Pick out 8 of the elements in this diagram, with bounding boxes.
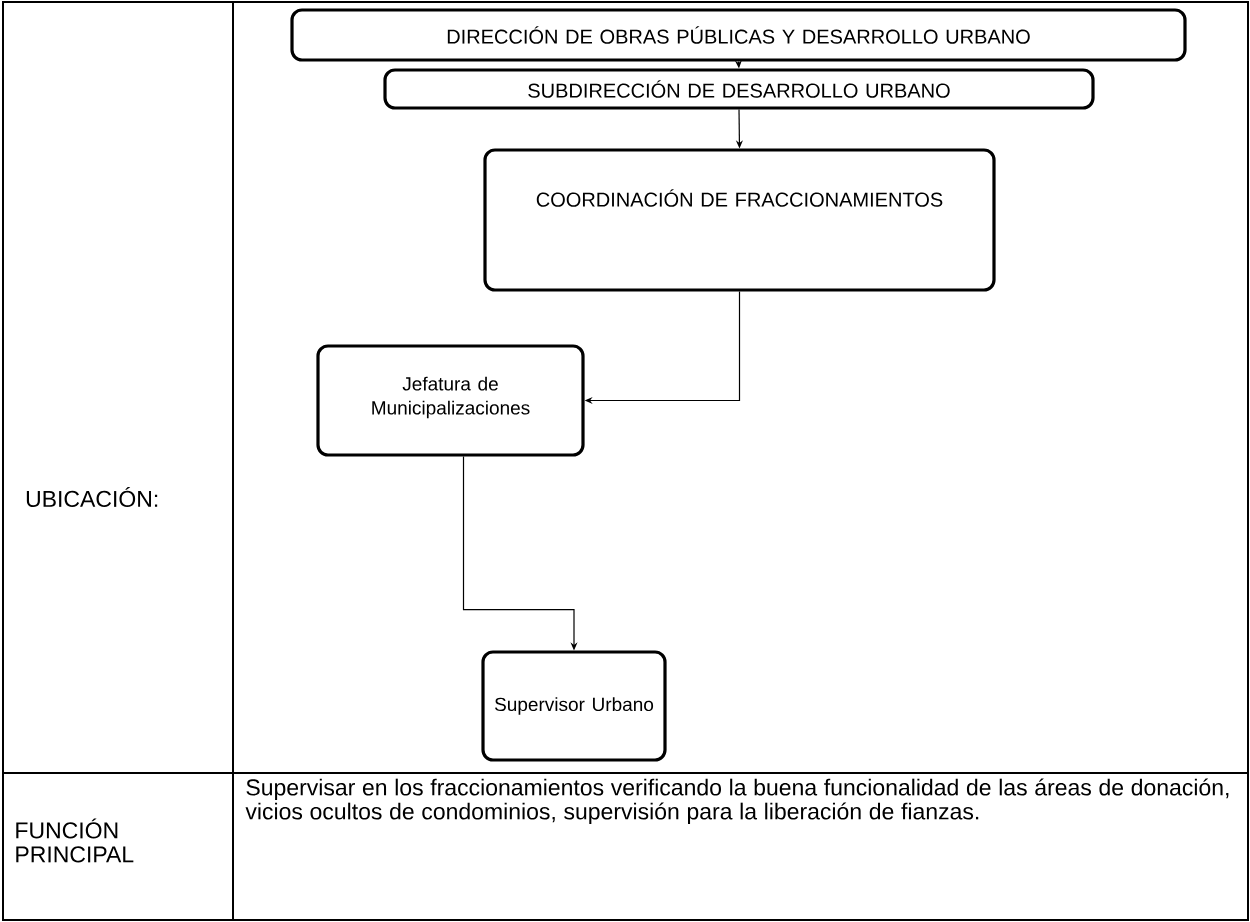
org-box: DIRECCIÓN DE OBRAS PÚBLICAS Y DESARROLLO URBANO [290,8,1187,62]
row-label: UBICACIÓN: [26,486,158,508]
org-box: COORDINACIÓN DE FRACCIONAMIENTOS [483,148,996,292]
org-box: Jefatura de Municipalizaciones [316,344,585,457]
org-box: Supervisor Urbano [481,650,667,762]
description-text: Supervisar en los fraccionamientos verificando la buena funcionalidad de las áreas de donación, vicios ocultos de condominios, supervisión para la liberación de fianzas. [245,778,1229,825]
org-box: SUBDIRECCIÓN DE DESARROLLO URBANO [383,68,1095,110]
row-label: FUNCIÓN PRINCIPAL [16,818,134,863]
